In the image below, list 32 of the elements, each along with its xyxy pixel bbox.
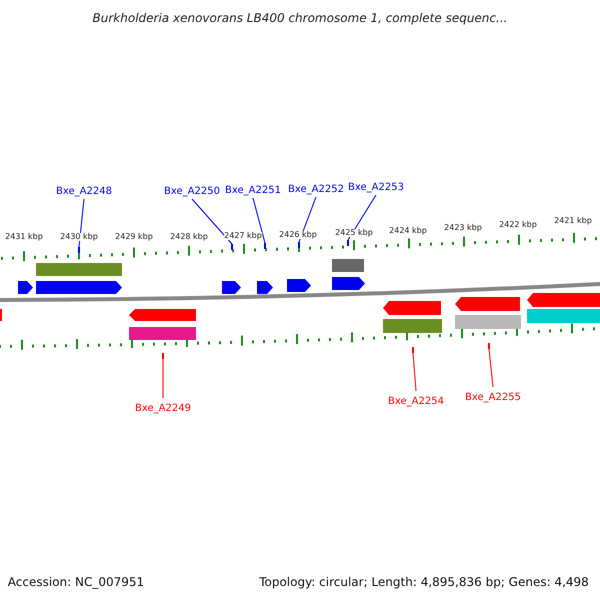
scale-label: 2427 kbp: [224, 232, 262, 240]
gene-label: Bxe_A2248: [56, 187, 112, 197]
gene-label: Bxe_A2253: [348, 183, 404, 193]
accession-text: Accession: NC_007951: [8, 576, 144, 588]
genome-summary-text: Topology: circular; Length: 4,895,836 bp; Genes: 4,498: [259, 576, 589, 588]
leader-line: [412, 352, 416, 392]
leader-line: [252, 198, 266, 244]
leader-line: [78, 198, 84, 248]
gene-label: Bxe_A2251: [225, 186, 281, 196]
leader-line: [298, 196, 316, 242]
gene-label: Bxe_A2252: [288, 185, 344, 195]
position-tick: [162, 353, 164, 359]
leader-line: [192, 198, 232, 244]
leader-line: [162, 358, 164, 398]
scale-label: 2423 kbp: [444, 224, 482, 232]
scale-label: 2431 kbp: [5, 233, 43, 241]
scale-label: 2429 kbp: [115, 233, 153, 241]
position-tick: [298, 242, 300, 248]
gene-label: Bxe_A2255: [465, 393, 521, 403]
scale-label: 2422 kbp: [499, 221, 537, 229]
position-tick: [78, 247, 80, 253]
position-tick: [264, 243, 266, 249]
map-title: Burkholderia xenovorans LB400 chromosome 1, complete sequenc...: [92, 12, 508, 24]
scale-label: 2421 kbp: [554, 217, 592, 225]
position-tick: [412, 347, 414, 353]
scale-label: 2424 kbp: [389, 227, 427, 235]
position-tick: [231, 244, 233, 250]
gene-label: Bxe_A2254: [388, 397, 444, 407]
position-tick: [347, 240, 349, 246]
gene-label: Bxe_A2249: [135, 404, 191, 414]
gene-label: Bxe_A2250: [164, 187, 220, 197]
position-tick: [488, 343, 490, 349]
